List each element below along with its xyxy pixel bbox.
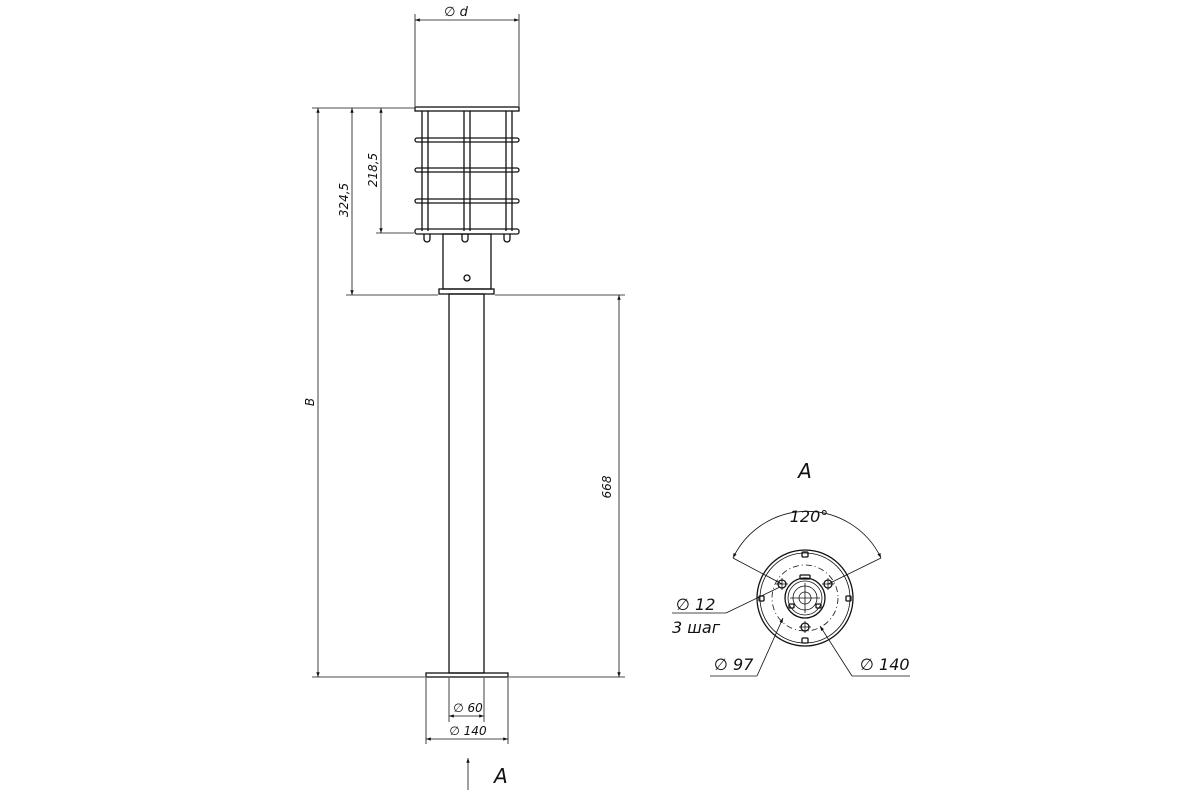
- view-a-title: A: [796, 459, 812, 483]
- view-arrow: A: [466, 758, 508, 790]
- outer-diameter-label: ∅ 140: [860, 655, 910, 674]
- base-view: A: [672, 459, 910, 677]
- pole-diameter-label: ∅ 60: [453, 701, 483, 715]
- dim-pole-diameter: ∅ 60: [448, 678, 485, 722]
- dim-total-height: B: [303, 107, 425, 678]
- dim-top-diameter: ∅ d: [414, 5, 520, 106]
- hole-leader: ∅ 12 3 шаг: [672, 586, 781, 637]
- top-diameter-label: ∅ d: [444, 5, 468, 20]
- base-diameter-label: ∅ 140: [449, 724, 487, 738]
- dim-head-height: 324,5: [337, 107, 438, 296]
- housing-screw: [463, 274, 471, 282]
- angle-dimension: 120°: [732, 507, 882, 585]
- lantern-rings: [414, 137, 520, 235]
- total-height-label: B: [303, 398, 317, 406]
- bolt-circle: [771, 564, 839, 632]
- lamp-pole: [448, 293, 485, 674]
- lantern-height-label: 218,5: [366, 153, 380, 187]
- view-marker-label: A: [492, 764, 508, 788]
- outer-diameter-leader: ∅ 140: [819, 625, 910, 677]
- base-plate: [425, 672, 509, 678]
- hole-count-label: 3 шаг: [672, 618, 721, 637]
- hole-diameter-label: ∅ 12: [676, 595, 715, 614]
- lantern-bars: [421, 111, 513, 231]
- pole-outer-circle: [784, 577, 826, 619]
- lantern-top-cap: [414, 106, 520, 112]
- dim-pole-height: 668: [495, 294, 625, 678]
- housing-collar: [438, 288, 495, 295]
- dim-lantern-height: 218,5: [366, 107, 414, 234]
- pole-height-label: 668: [600, 475, 614, 498]
- angle-label: 120°: [790, 507, 829, 526]
- lamp-elevation: [414, 106, 520, 678]
- inner-diameter-label: ∅ 97: [714, 655, 754, 674]
- dim-base-diameter: ∅ 140: [425, 678, 509, 744]
- head-height-label: 324,5: [337, 183, 351, 217]
- lantern-screws: [423, 234, 511, 243]
- inner-diameter-leader: ∅ 97: [710, 617, 784, 677]
